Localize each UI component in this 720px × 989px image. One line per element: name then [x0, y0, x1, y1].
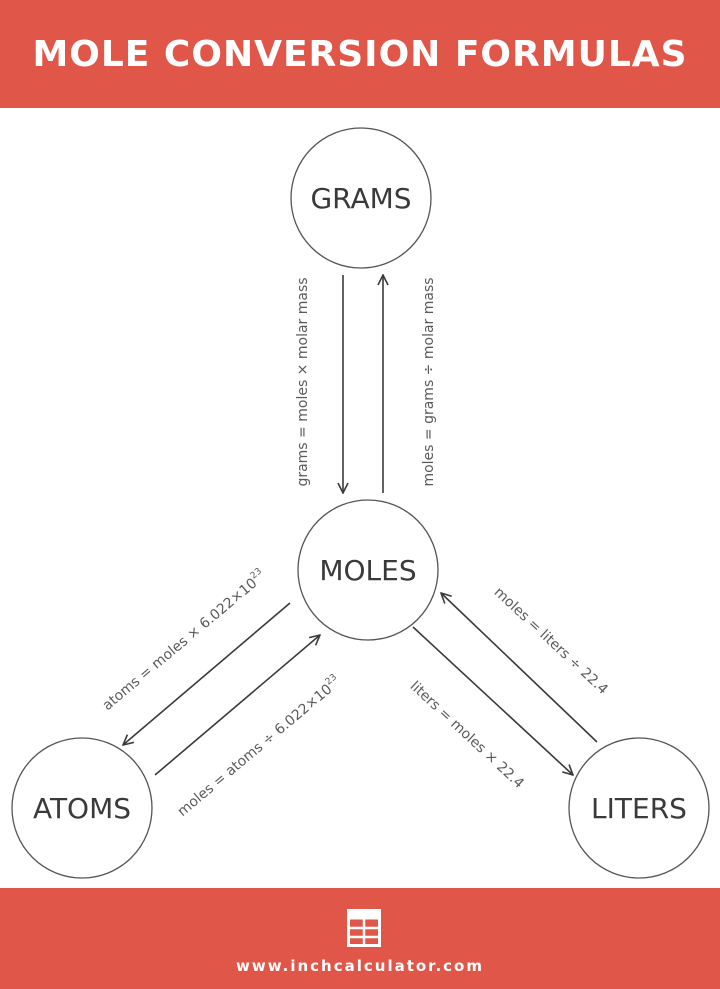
formula-atoms-from-moles: atoms = moles × 6.022×1023: [98, 566, 269, 713]
node-grams-label: GRAMS: [310, 182, 411, 215]
header-banner: MOLE CONVERSION FORMULAS: [0, 0, 720, 108]
node-moles-circle: [297, 499, 439, 641]
formula-liters-from-moles: liters = moles × 22.4: [407, 678, 527, 792]
arrow-atoms-to-moles: [154, 635, 320, 776]
calculator-icon: [347, 909, 381, 947]
formula-moles-from-liters: moles = liters ÷ 22.4: [491, 584, 611, 698]
mole-conversion-diagram: GRAMS MOLES ATOMS LITERS grams = moles ×…: [11, 127, 710, 879]
formula-grams-from-moles: grams = moles × molar mass: [295, 277, 311, 486]
node-moles-label: MOLES: [319, 554, 416, 587]
node-grams: GRAMS: [290, 127, 432, 269]
formula-moles-from-grams: moles = grams ÷ molar mass: [421, 277, 437, 486]
footer-url[interactable]: www.inchcalculator.com: [236, 957, 484, 975]
arrow-moles-to-atoms: [123, 602, 291, 745]
formula-moles-from-atoms: moles = atoms ÷ 6.022×1023: [173, 672, 344, 819]
footer-banner: [0, 888, 720, 989]
formula-moles-from-atoms-base: moles = atoms ÷ 6.022×10: [175, 681, 336, 820]
node-liters: LITERS: [568, 737, 710, 879]
node-liters-circle: [568, 737, 710, 879]
page-title: MOLE CONVERSION FORMULAS: [32, 33, 688, 75]
node-grams-circle: [290, 127, 432, 269]
node-atoms-label: ATOMS: [33, 792, 131, 825]
node-atoms-circle: [11, 737, 153, 879]
arrow-moles-to-liters: [412, 626, 573, 775]
arrow-liters-to-moles: [441, 593, 598, 743]
node-atoms: ATOMS: [11, 737, 153, 879]
formula-atoms-from-moles-base: atoms = moles × 6.022×10: [100, 575, 261, 714]
node-liters-label: LITERS: [591, 792, 687, 825]
node-moles: MOLES: [297, 499, 439, 641]
